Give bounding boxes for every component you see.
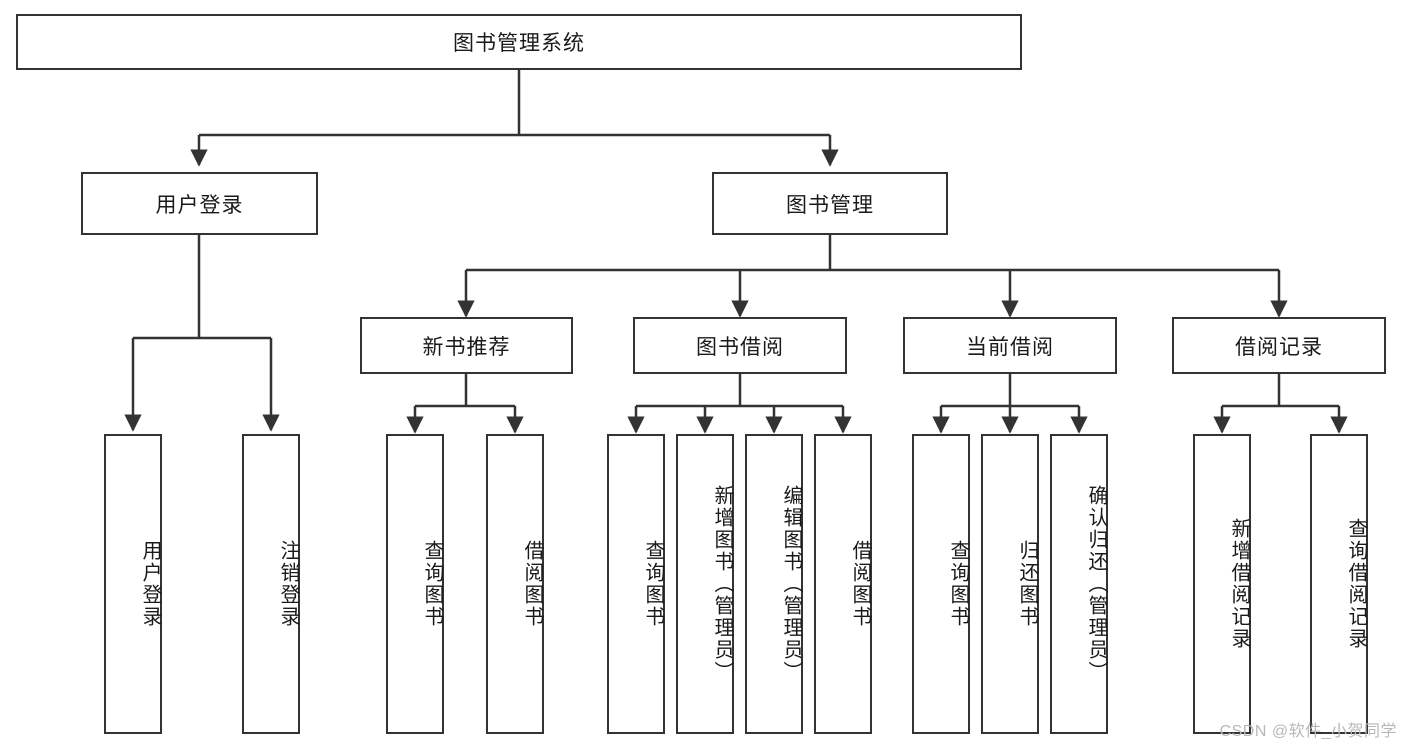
leaf-logout-label: 注销登录 [277,540,299,628]
node-user-login[interactable]: 用户登录 [81,172,318,235]
leaf-confirm-return-admin[interactable]: 确认归还（管理员） [1050,434,1108,734]
leaf-user-login[interactable]: 用户登录 [104,434,162,734]
leaf-borrow-book-label: 借阅图书 [849,540,871,628]
leaf-query-book-newbook[interactable]: 查询图书 [386,434,444,734]
leaf-user-login-label: 用户登录 [139,540,161,628]
leaf-add-book-admin-label: 新增图书（管理员） [711,485,733,683]
node-borrow-record-label: 借阅记录 [1235,335,1323,359]
leaf-query-book-borrow-label: 查询图书 [642,540,664,628]
node-current-borrow[interactable]: 当前借阅 [903,317,1117,374]
node-borrow-record[interactable]: 借阅记录 [1172,317,1386,374]
watermark: CSDN @软件_小贺同学 [1219,723,1397,740]
leaf-return-book[interactable]: 归还图书 [981,434,1039,734]
node-book-management-label: 图书管理 [786,193,874,217]
node-book-borrow[interactable]: 图书借阅 [633,317,847,374]
node-root-label: 图书管理系统 [453,32,585,55]
leaf-add-borrow-record-label: 新增借阅记录 [1228,518,1250,650]
node-current-borrow-label: 当前借阅 [966,335,1054,359]
leaf-add-borrow-record[interactable]: 新增借阅记录 [1193,434,1251,734]
leaf-confirm-return-admin-label: 确认归还（管理员） [1085,485,1107,683]
leaf-edit-book-admin[interactable]: 编辑图书（管理员） [745,434,803,734]
leaf-add-book-admin[interactable]: 新增图书（管理员） [676,434,734,734]
node-new-book-recommend[interactable]: 新书推荐 [360,317,573,374]
leaf-query-book-borrow[interactable]: 查询图书 [607,434,665,734]
node-new-book-recommend-label: 新书推荐 [422,335,511,359]
leaf-return-book-label: 归还图书 [1016,540,1038,628]
leaf-edit-book-admin-label: 编辑图书（管理员） [780,485,802,683]
leaf-borrow-book-newbook-label: 借阅图书 [521,540,543,628]
leaf-query-book-current[interactable]: 查询图书 [912,434,970,734]
leaf-query-book-current-label: 查询图书 [947,540,969,628]
leaf-borrow-book-newbook[interactable]: 借阅图书 [486,434,544,734]
leaf-query-borrow-record[interactable]: 查询借阅记录 [1310,434,1368,734]
node-book-borrow-label: 图书借阅 [696,335,784,359]
node-book-management[interactable]: 图书管理 [712,172,948,235]
node-root[interactable]: 图书管理系统 [16,14,1022,70]
leaf-borrow-book[interactable]: 借阅图书 [814,434,872,734]
leaf-logout[interactable]: 注销登录 [242,434,300,734]
leaf-query-book-newbook-label: 查询图书 [421,540,443,628]
node-user-login-label: 用户登录 [155,193,244,217]
leaf-query-borrow-record-label: 查询借阅记录 [1345,518,1367,650]
